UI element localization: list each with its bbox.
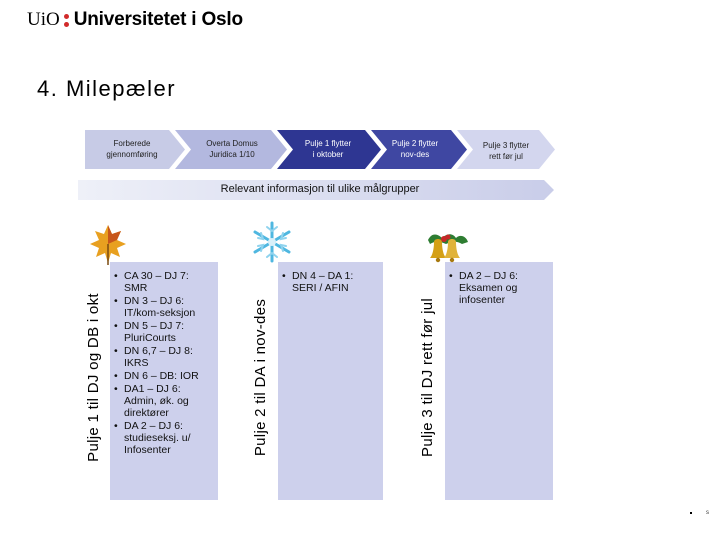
column-2-side-text: Pulje 2 til DA i nov-des [252, 298, 270, 457]
chevron-label-5: Pulje 3 flytter rett før jul [465, 140, 547, 162]
chevron-label-5-line2: rett før jul [489, 152, 523, 161]
chevron-label-4-line1: Pulje 2 flytter [391, 139, 439, 148]
column-1-side-text: Pulje 1 til DJ og DB i okt [84, 293, 102, 462]
snowflake-icon [253, 221, 291, 263]
list-item: DA 2 – DJ 6: Eksamen og infosenter [449, 270, 549, 306]
column-2-list: DN 4 – DA 1: SERI / AFIN [278, 262, 383, 294]
logo-university-name: Universitetet i Oslo [73, 9, 243, 30]
column-3-side-text: Pulje 3 til DJ rett før jul [418, 298, 436, 457]
chevron-label-3: Pulje 1 flytter i oktober [285, 138, 371, 160]
chevron-label-2-line1: Overta Domus [206, 139, 258, 148]
corner-dot-icon [690, 512, 692, 514]
list-item: DN 4 – DA 1: SERI / AFIN [282, 270, 379, 294]
chevron-label-1: Forberede gjennomføring [89, 138, 175, 160]
chevron-label-2: Overta Domus Juridica 1/10 [189, 138, 275, 160]
chevron-label-5-line1: Pulje 3 flytter [482, 141, 530, 150]
corner-mark-text: s [706, 510, 709, 516]
column-3-panel: DA 2 – DJ 6: Eksamen og infosenter [445, 262, 553, 500]
banner-label: Relevant informasjon til ulike målgruppe… [220, 183, 420, 195]
chevron-label-1-line1: Forberede [113, 139, 151, 148]
uio-logo[interactable]: UiO Universitetet i Oslo [27, 8, 243, 32]
chevron-step-1 [85, 130, 185, 169]
column-2-side-label: Pulje 2 til DA i nov-des [246, 255, 276, 500]
column-1-list: CA 30 – DJ 7: SMR DN 3 – DJ 6: IT/kom-se… [110, 262, 218, 456]
timeline-chevrons [85, 130, 555, 169]
column-1-side-label: Pulje 1 til DJ og DB i okt [78, 255, 108, 500]
chevron-step-4 [371, 130, 467, 169]
chevron-step-3 [277, 130, 381, 169]
chevron-label-4-line2: nov-des [400, 150, 430, 159]
list-item: DA1 – DJ 6: Admin, øk. og direktører [114, 383, 214, 419]
list-item: DN 3 – DJ 6: IT/kom-seksjon [114, 295, 214, 319]
milestone-timeline: Forberede gjennomføring Overta Domus Jur… [85, 126, 555, 173]
banner-arrow [78, 180, 554, 200]
chevron-label-4: Pulje 2 flytter nov-des [373, 138, 457, 160]
chevron-step-2 [175, 130, 287, 169]
logo-uio-text: UiO [27, 9, 60, 30]
autumn-leaf-icon [90, 225, 126, 265]
list-item: DN 5 – DJ 7: PluriCourts [114, 320, 214, 344]
column-2-panel: DN 4 – DA 1: SERI / AFIN [278, 262, 383, 500]
chevron-label-3-line2: i oktober [312, 150, 344, 159]
christmas-bells-icon [428, 234, 468, 263]
chevron-step-5 [457, 130, 555, 169]
chevron-label-3-line1: Pulje 1 flytter [304, 139, 352, 148]
list-item: DN 6 – DB: IOR [114, 370, 214, 382]
logo-separator-icon [63, 13, 69, 27]
chevron-label-2-line2: Juridica 1/10 [209, 150, 255, 159]
chevron-label-1-line2: gjennomføring [106, 150, 158, 159]
list-item: DN 6,7 – DJ 8: IKRS [114, 345, 214, 369]
page-title: 4. Milepæler [37, 76, 177, 101]
list-item: DA 2 – DJ 6: studieseksj. u/ Infosenter [114, 420, 214, 456]
list-item: CA 30 – DJ 7: SMR [114, 270, 214, 294]
corner-mark: s [690, 510, 709, 516]
column-3-list: DA 2 – DJ 6: Eksamen og infosenter [445, 262, 553, 306]
column-3-side-label: Pulje 3 til DJ rett før jul [412, 255, 442, 500]
column-1-panel: CA 30 – DJ 7: SMR DN 3 – DJ 6: IT/kom-se… [110, 262, 218, 500]
